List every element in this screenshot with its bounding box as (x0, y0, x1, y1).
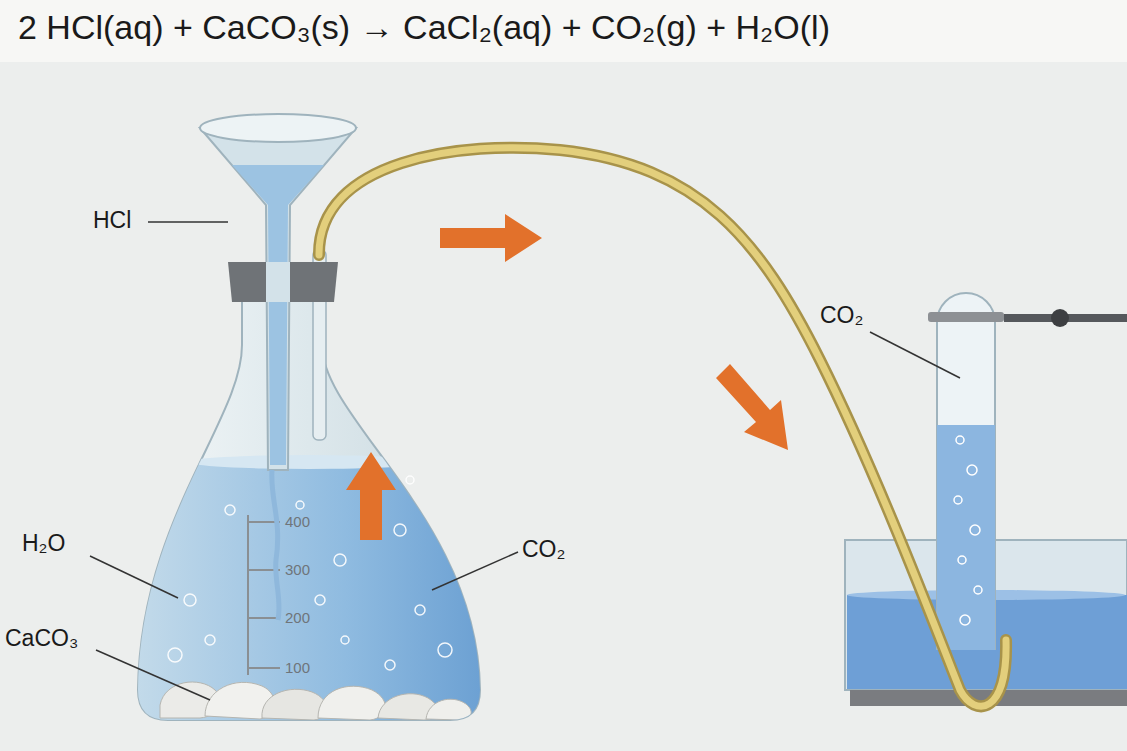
gas-bubble (958, 556, 966, 564)
scale-number: 300 (285, 561, 310, 578)
tube-water (935, 425, 997, 655)
gas-bubble (184, 594, 196, 606)
gas-bubble (960, 615, 970, 625)
part-label: CO₂ (522, 536, 565, 562)
leader-line (432, 552, 518, 590)
clamp-ring (928, 312, 1004, 322)
gas-bubble (341, 636, 349, 644)
hcl-liquid (232, 165, 324, 465)
gas-bubble (956, 436, 964, 444)
part-label: CaCO₃ (5, 625, 78, 651)
part-label: CO₂ (820, 302, 863, 328)
gas-bubble (967, 465, 977, 475)
clamp-screw (1051, 309, 1069, 327)
gas-bubble (974, 586, 982, 594)
gas-bubble (415, 605, 425, 615)
gas-bubble (205, 635, 215, 645)
gas-bubble (406, 476, 414, 484)
rubber-stopper (228, 262, 338, 302)
caco3-rock (262, 689, 327, 720)
gas-bubble (315, 595, 325, 605)
scale-tick (248, 617, 280, 619)
flow-arrow (346, 452, 396, 540)
gas-bubble (168, 648, 182, 662)
leader-line (90, 556, 178, 598)
gas-bubble (296, 501, 304, 509)
acid-stream (272, 470, 279, 620)
gas-bubble (954, 496, 962, 504)
flask-liquid (130, 462, 490, 732)
scale-number: 200 (285, 609, 310, 626)
delivery-tube-highlight (319, 148, 1006, 707)
flow-arrow (716, 364, 788, 450)
delivery-tube (319, 148, 1006, 707)
leader-line (870, 332, 960, 378)
funnel (200, 128, 356, 470)
gas-bubble (225, 505, 235, 515)
reaction-equation: 2 HCl(aq) + CaCO₃(s) → CaCl₂(aq) + CO₂(g… (18, 8, 830, 47)
gas-bubble (438, 643, 452, 657)
leader-line (96, 650, 210, 700)
gas-bubble (970, 525, 980, 535)
scale-line (247, 515, 249, 675)
gas-bubble (385, 660, 395, 670)
funnel-stem (266, 262, 290, 302)
part-label: HCl (93, 207, 131, 233)
leader-line (148, 221, 228, 223)
scale-number: 400 (285, 513, 310, 530)
liquid-surface (189, 455, 429, 469)
title-band (0, 0, 1127, 62)
scale-tick (248, 667, 280, 669)
gas-bubble (334, 554, 346, 566)
scale-number: 100 (285, 659, 310, 676)
caco3-rock (426, 699, 471, 720)
flow-arrow (440, 214, 542, 262)
gas-bubble (394, 524, 406, 536)
funnel-rim (200, 114, 356, 142)
caco3-rock (318, 686, 385, 720)
part-label: H₂O (22, 530, 65, 556)
